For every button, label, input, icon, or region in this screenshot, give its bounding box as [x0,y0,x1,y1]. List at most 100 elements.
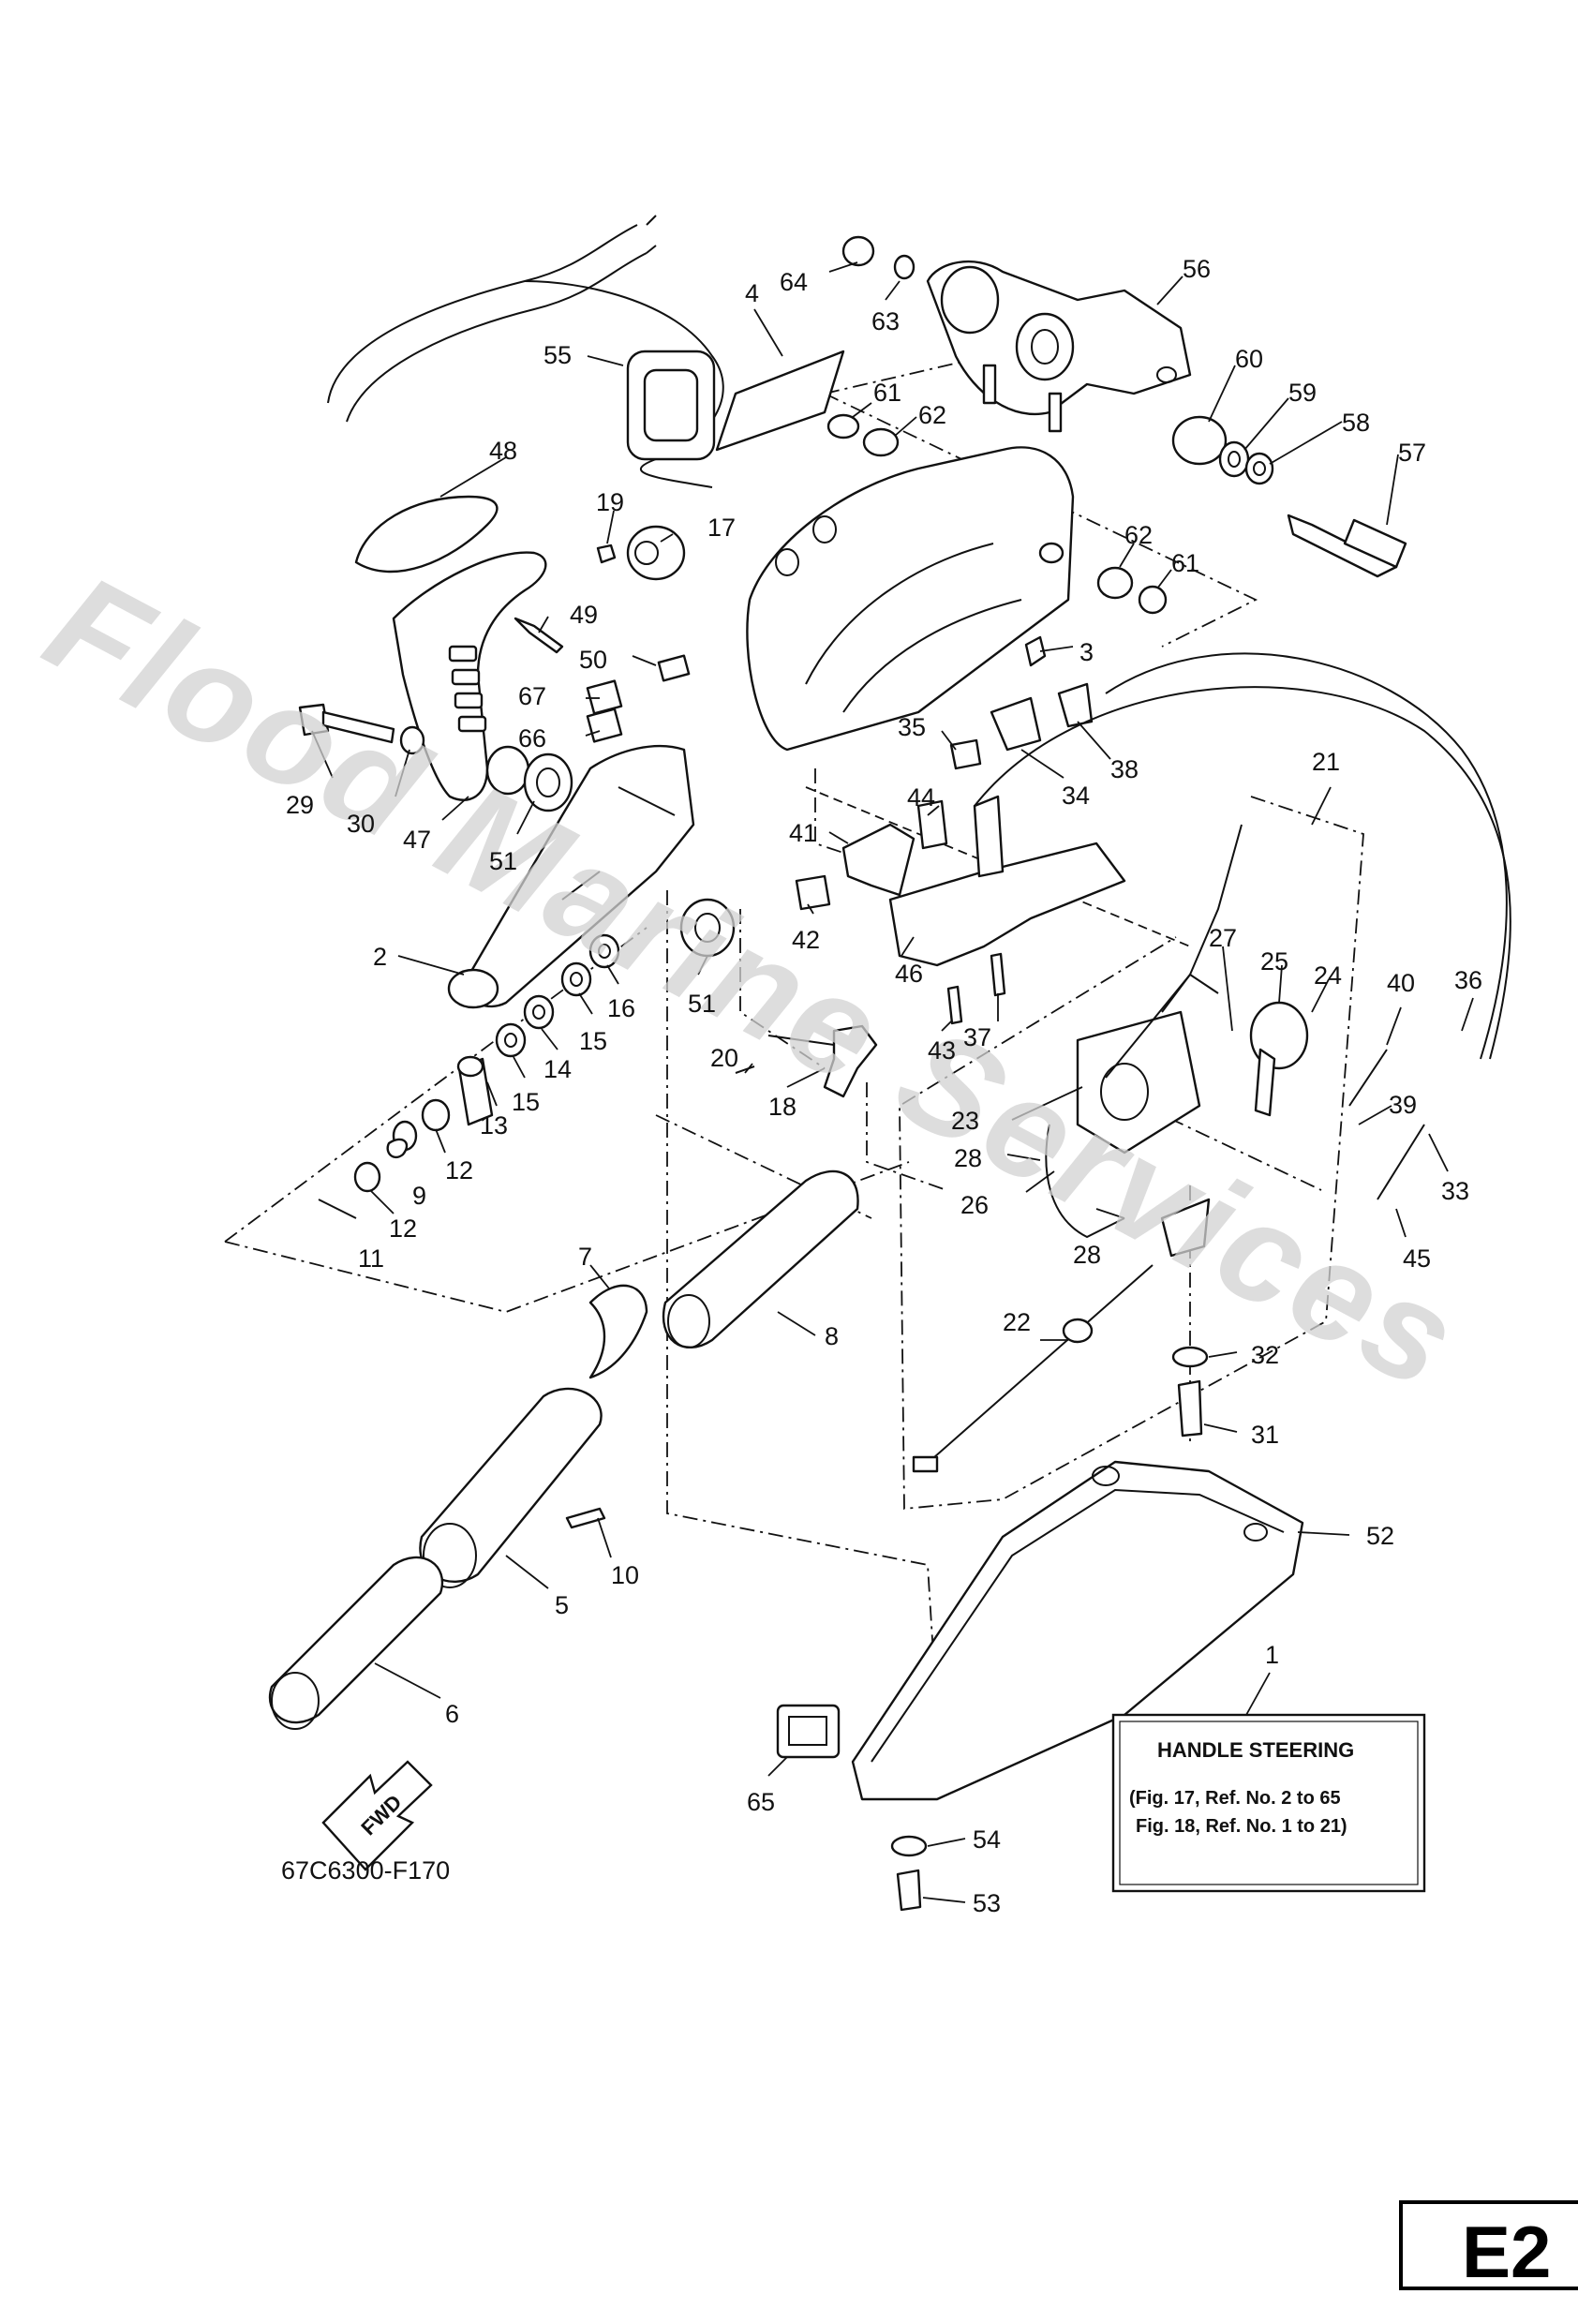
label-66 [586,708,623,743]
screw-10 [565,1507,606,1529]
callout: 62 [918,401,946,429]
callout: 57 [1398,439,1426,467]
tiller-bracket [746,446,1075,752]
callout: 56 [1183,255,1211,283]
nut-64 [841,235,875,267]
leader-lines [311,261,1474,1903]
callout: 30 [347,810,375,838]
callout: 26 [960,1191,989,1219]
grip-cap-48 [354,495,499,574]
callout: 43 [928,1036,956,1065]
cable-clips [949,635,1094,770]
bolt-29 [298,703,395,744]
diagram-code: 67C6300-F170 [281,1856,450,1885]
callout: 36 [1454,966,1482,994]
callout: 49 [570,601,598,629]
handle-shaft-2 [447,744,695,1009]
callout: 55 [543,341,572,369]
callout: 6 [445,1700,459,1728]
bracket-56 [926,260,1192,433]
callout: 34 [1062,782,1090,810]
fwd-arrow: FWD [321,1760,433,1871]
callout: 29 [286,791,314,819]
callout: 44 [907,783,935,812]
callout: 15 [512,1088,540,1116]
rod-40 [1348,1049,1388,1107]
clip-42 [795,874,831,911]
callout: 7 [578,1243,592,1271]
bushing-51a [523,752,573,812]
callout: 64 [780,268,808,296]
connector-65 [776,1704,841,1759]
callout: 67 [518,682,546,710]
callout: 21 [1312,748,1340,776]
shift-cable-21 [1105,824,1243,1079]
bushing-51b [679,898,736,958]
shift-lever-25 [1249,1001,1309,1117]
callout: 54 [973,1825,1001,1854]
legend-box: 1 HANDLE STEERING (Fig. 17, Ref. No. 2 t… [1111,1641,1426,1893]
callout: 5 [555,1591,569,1619]
callout: 52 [1366,1522,1394,1550]
callout: 8 [825,1322,839,1350]
bracket-41 [841,823,916,897]
callout: 19 [596,488,624,516]
screw-43 [946,985,963,1025]
shift-cables-arc [974,652,1511,1060]
callout: 4 [745,279,759,307]
small-parts [318,933,620,1219]
throttle-grip-6 [269,1556,443,1730]
remote-control-cable [327,215,724,488]
washer-61a [826,413,860,439]
callout: 50 [579,646,607,674]
callout: 28 [954,1144,982,1172]
pin-20 [735,1065,755,1074]
washer-32 [1171,1346,1209,1368]
callout: 37 [963,1023,991,1051]
callout: 39 [1389,1091,1417,1119]
callout: 53 [973,1889,1001,1917]
callout: 61 [1171,549,1199,577]
callout: 33 [1441,1177,1469,1205]
collar-17 [626,525,686,581]
callout: 18 [768,1093,796,1121]
callout: 16 [607,994,635,1022]
sleeve-5 [419,1387,603,1588]
callout: 31 [1251,1421,1279,1449]
callout: 41 [789,819,817,847]
callout: 58 [1342,409,1370,437]
friction-knob-18 [767,1024,878,1098]
plate-7 [588,1284,648,1379]
callout: 63 [871,307,900,335]
bushing-62b [1096,566,1134,600]
callout: 65 [747,1788,775,1816]
label-67 [586,679,623,715]
callout: 17 [707,514,736,542]
callout: 12 [445,1156,473,1184]
page-id: E2 [1462,2211,1551,2293]
label-50 [657,654,691,682]
screw-37 [990,952,1006,997]
callout: 3 [1079,638,1094,666]
pulley-28 [1160,1198,1211,1258]
screw-53 [896,1869,922,1912]
throttle-link-26 [1045,1124,1125,1239]
washer-63 [893,254,916,280]
throttle-grip-47 [392,551,547,801]
callout: 23 [951,1107,979,1135]
grommet-55 [626,350,716,461]
callout: 32 [1251,1341,1279,1369]
callout: 47 [403,826,431,854]
callout: 45 [1403,1244,1431,1273]
grip-8 [662,1169,859,1349]
bolt-57 [1287,514,1407,578]
callout: 42 [792,926,820,954]
bushing-62a [862,427,900,457]
washer-58 [1244,452,1274,485]
washer-61b [1138,585,1168,615]
callout: 13 [480,1111,508,1140]
screw-49 [514,617,564,654]
callout: 27 [1209,924,1237,952]
callout: 51 [688,990,716,1018]
